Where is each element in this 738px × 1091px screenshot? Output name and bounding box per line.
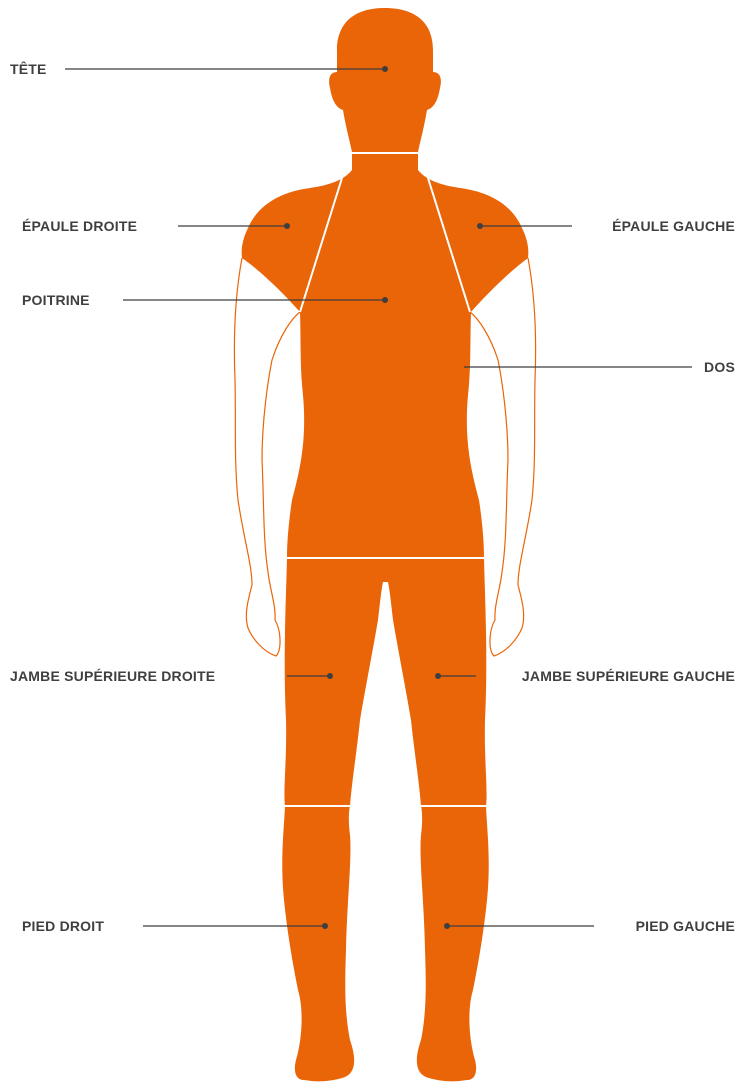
label-right-shoulder: ÉPAULE DROITE bbox=[22, 218, 137, 234]
label-head: TÊTE bbox=[10, 61, 47, 77]
body-silhouette bbox=[242, 8, 529, 1081]
chest-dot bbox=[382, 297, 388, 303]
label-right-upper-leg: JAMBE SUPÉRIEURE DROITE bbox=[10, 668, 215, 684]
right-shoulder-dot bbox=[284, 223, 290, 229]
label-chest: POITRINE bbox=[22, 292, 90, 308]
right-upper-leg-dot bbox=[327, 673, 333, 679]
right-foot-dot bbox=[322, 923, 328, 929]
label-left-upper-leg: JAMBE SUPÉRIEURE GAUCHE bbox=[522, 668, 735, 684]
left-upper-leg-dot bbox=[435, 673, 441, 679]
left-foot-dot bbox=[444, 923, 450, 929]
label-left-shoulder: ÉPAULE GAUCHE bbox=[612, 218, 735, 234]
left-shoulder-dot bbox=[477, 223, 483, 229]
label-back: DOS bbox=[704, 359, 735, 375]
label-left-foot: PIED GAUCHE bbox=[636, 918, 735, 934]
head-dot bbox=[382, 66, 388, 72]
label-right-foot: PIED DROIT bbox=[22, 918, 104, 934]
